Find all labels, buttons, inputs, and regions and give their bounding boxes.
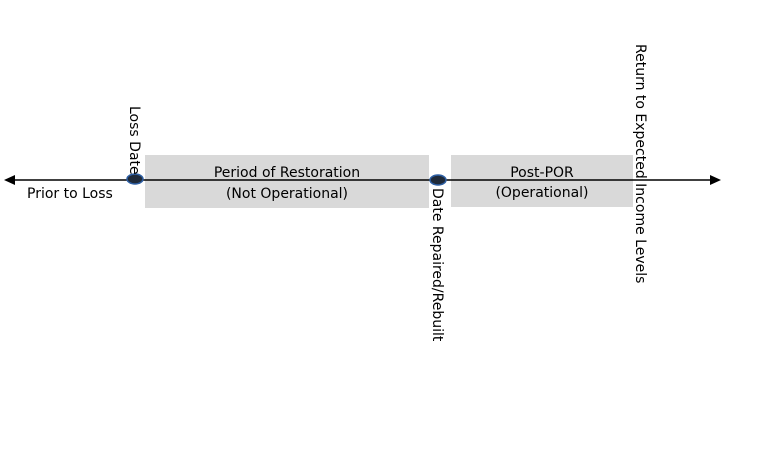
- prior-to-loss-label: Prior to Loss: [27, 186, 113, 202]
- period-of-restoration-subtitle: (Not Operational): [226, 186, 348, 202]
- return-to-expected-income-label: Return to Expected Income Levels: [632, 44, 648, 283]
- loss-date-marker: [126, 173, 144, 185]
- post-por-title: Post-POR: [510, 165, 574, 181]
- date-repaired-label: Date Repaired/Rebuilt: [429, 188, 445, 342]
- period-of-restoration-box: [145, 155, 429, 208]
- post-por-box: [451, 155, 633, 207]
- period-of-restoration-title: Period of Restoration: [214, 165, 360, 181]
- timeline-left-arrowhead: [4, 175, 15, 185]
- timeline-right-arrowhead: [710, 175, 721, 185]
- loss-date-label: Loss Date: [126, 106, 142, 175]
- post-por-subtitle: (Operational): [495, 185, 588, 201]
- date-repaired-marker: [429, 174, 447, 186]
